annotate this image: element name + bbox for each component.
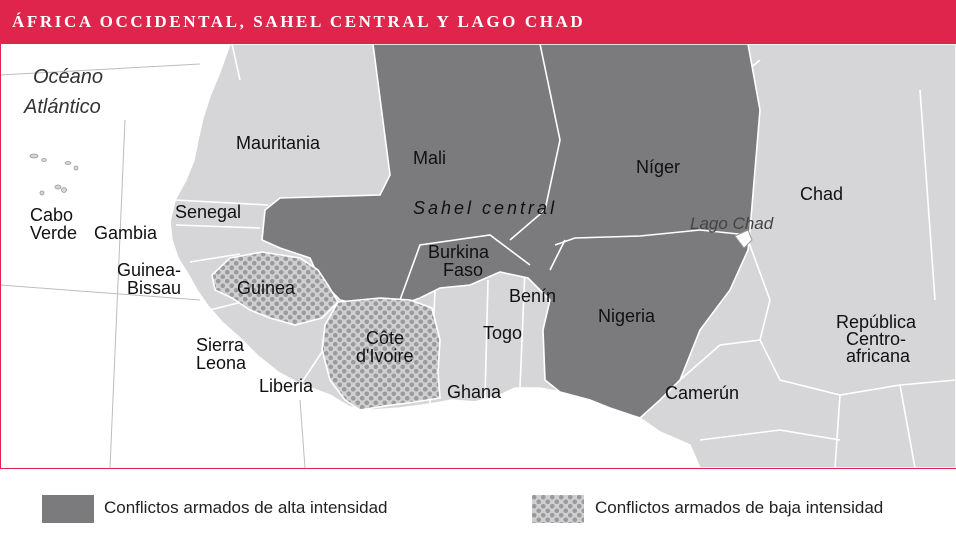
label-car-1: República <box>836 312 917 332</box>
label-burkina-2: Faso <box>443 260 483 280</box>
label-sahel: Sahel central <box>413 198 557 218</box>
label-togo: Togo <box>483 323 522 343</box>
label-nigeria: Nigeria <box>598 306 656 326</box>
label-sierra-leone-2: Leona <box>196 353 247 373</box>
legend-label-low: Conflictos armados de baja intensidad <box>595 498 884 517</box>
label-guinea-bissau-1: Guinea- <box>117 260 181 280</box>
lake-chad <box>734 229 753 249</box>
label-car-2: Centro- <box>846 329 906 349</box>
high-intensity-region <box>261 44 761 419</box>
cabo-verde-islands <box>29 153 79 196</box>
label-lake-chad: Lago Chad <box>690 214 774 233</box>
label-burkina-1: Burkina <box>428 242 490 262</box>
legend-swatch-low <box>532 495 584 523</box>
label-cote-1: Côte <box>366 328 404 348</box>
label-mali: Mali <box>413 148 446 168</box>
graticule <box>0 63 306 468</box>
label-guinea-bissau-2: Bissau <box>127 278 181 298</box>
frame-left-rule <box>0 44 1 535</box>
label-niger: Níger <box>636 157 680 177</box>
map-title: ÁFRICA OCCIDENTAL, SAHEL CENTRAL Y LAGO … <box>12 12 586 31</box>
label-mauritania: Mauritania <box>236 133 321 153</box>
label-cameroon: Camerún <box>665 383 739 403</box>
label-benin: Benín <box>509 286 556 306</box>
label-senegal: Senegal <box>175 202 241 222</box>
legend-swatch-high <box>42 495 94 523</box>
label-chad: Chad <box>800 184 843 204</box>
label-sierra-leone-1: Sierra <box>196 335 245 355</box>
label-ocean-line2: Atlántico <box>23 96 101 118</box>
label-gambia: Gambia <box>94 223 158 243</box>
label-car-3: africana <box>846 346 911 366</box>
label-guinea: Guinea <box>237 278 296 298</box>
high-intensity-inner-borders <box>399 44 749 301</box>
label-cabo-verde-2: Verde <box>30 223 77 243</box>
low-intensity-cote-divoire <box>321 297 441 411</box>
label-cabo-verde-1: Cabo <box>30 205 73 225</box>
title-bar: ÁFRICA OCCIDENTAL, SAHEL CENTRAL Y LAGO … <box>0 0 956 44</box>
label-ghana: Ghana <box>447 382 502 402</box>
label-liberia: Liberia <box>259 376 314 396</box>
low-intensity-guinea <box>211 251 340 326</box>
label-cote-2: d'Ivoire <box>356 346 413 366</box>
legend-label-high: Conflictos armados de alta intensidad <box>104 498 388 517</box>
legend: Conflictos armados de alta intensidad Co… <box>0 468 956 536</box>
